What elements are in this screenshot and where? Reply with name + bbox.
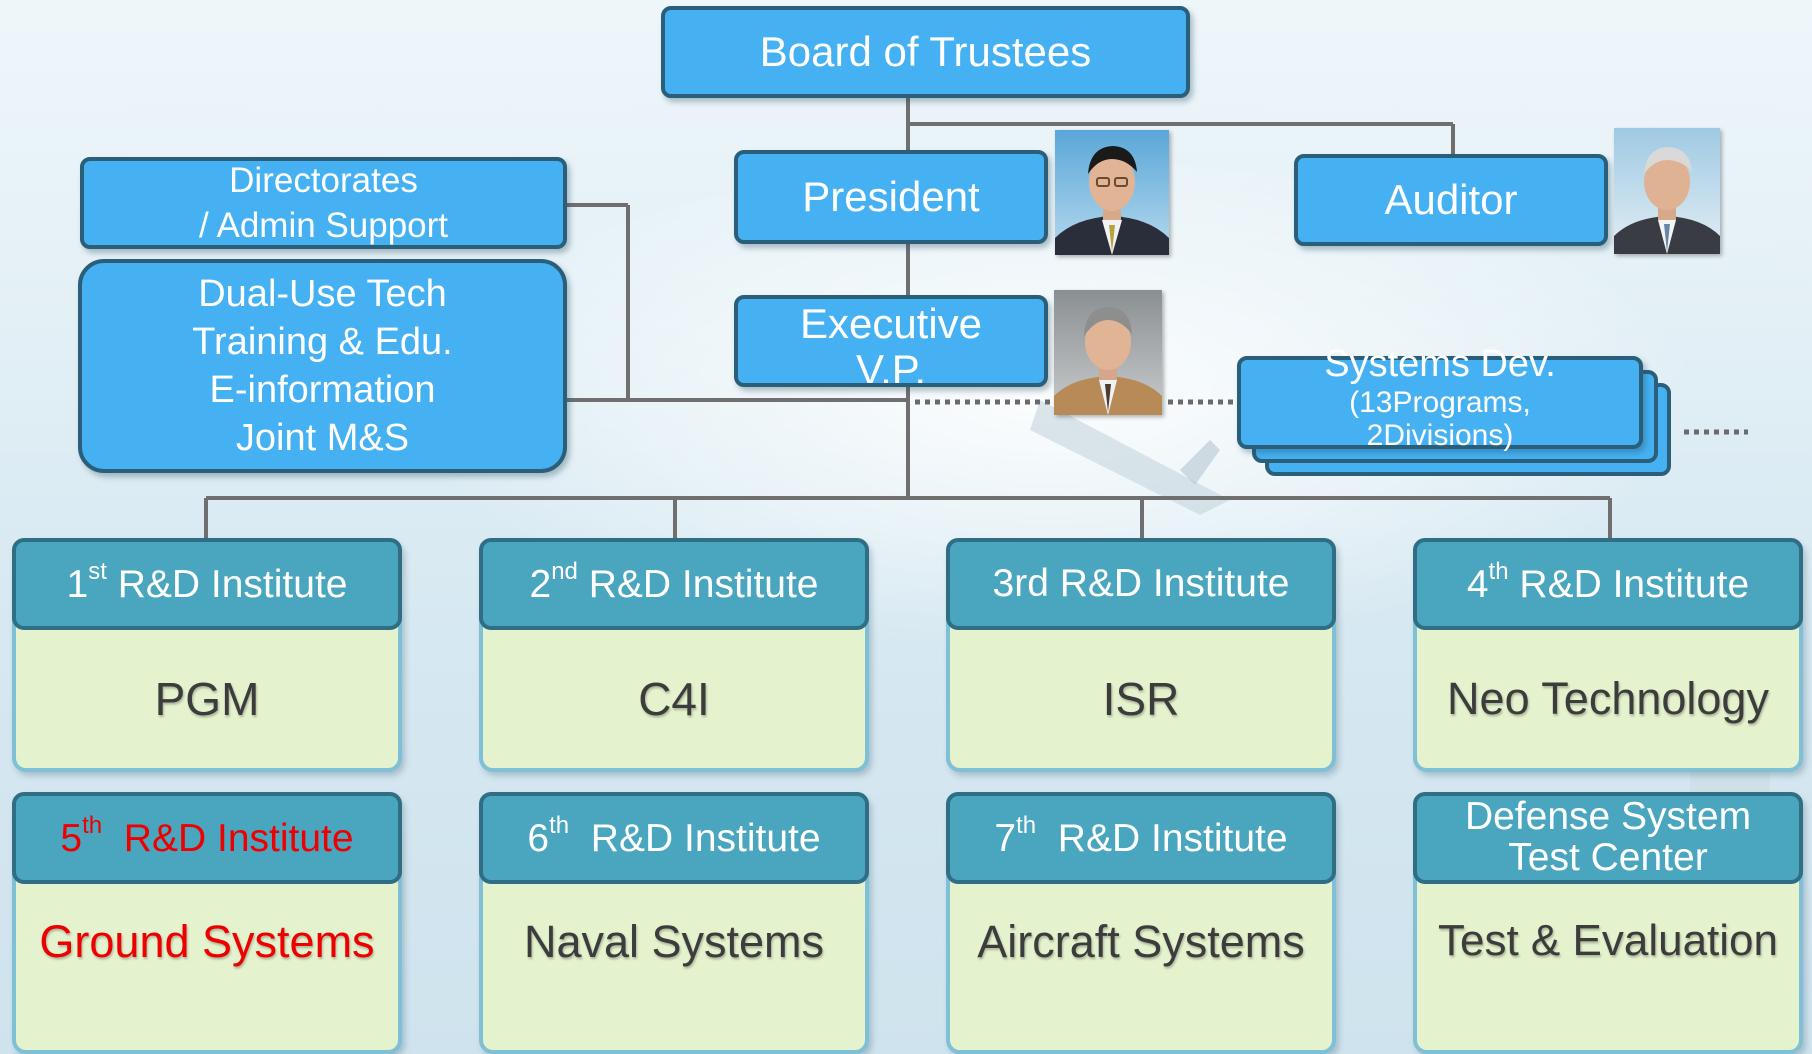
board-of-trustees-box[interactable]: Board of Trustees [661, 6, 1190, 98]
institute-1-field: PGM [154, 673, 260, 725]
executive-vp-photo [1054, 290, 1162, 415]
test-center-field: Test & Evaluation [1438, 916, 1778, 965]
institute-6-title: R&D Institute [569, 816, 821, 860]
institute-2-ord: nd [551, 557, 578, 585]
systems-dev-line2: (13Programs, [1349, 385, 1531, 419]
auditor-photo [1614, 128, 1720, 254]
support-units-box[interactable]: Dual-Use Tech Training & Edu. E-informat… [78, 259, 567, 473]
institute-5-num: 5 [60, 816, 83, 860]
institute-5-card[interactable]: 5th R&D Institute Ground Systems [12, 792, 402, 1054]
support-unit-joint-ms: Joint M&S [235, 417, 410, 460]
institute-1-title: R&D Institute [106, 562, 348, 606]
test-center-card[interactable]: Defense System Test Center Test & Evalua… [1413, 792, 1803, 1054]
institute-5-title: R&D Institute [102, 816, 354, 860]
institute-5-header: 5th R&D Institute [12, 792, 402, 884]
president-label: President [802, 172, 980, 220]
systems-dev-line1: Systems Dev. [1324, 343, 1556, 385]
institute-1-num: 1 [66, 562, 89, 606]
directorates-line2: / Admin Support [198, 206, 449, 245]
auditor-box[interactable]: Auditor [1294, 154, 1608, 246]
institute-7-num: 7 [994, 816, 1017, 860]
institute-7-header: 7th R&D Institute [946, 792, 1336, 884]
institute-7-card[interactable]: 7th R&D Institute Aircraft Systems [946, 792, 1336, 1054]
test-center-line1: Defense System [1464, 795, 1752, 839]
institute-5-ord: th [82, 811, 103, 839]
test-center-line2: Test Center [1508, 836, 1708, 879]
institute-2-card[interactable]: 2nd R&D Institute C4I [479, 538, 869, 772]
institute-3-field: ISR [1102, 673, 1180, 725]
institute-2-num: 2 [529, 562, 552, 606]
institute-5-field: Ground Systems [39, 916, 375, 967]
auditor-label: Auditor [1384, 175, 1518, 223]
executive-vp-line1: Executive [799, 300, 983, 347]
institute-6-field: Naval Systems [523, 916, 825, 967]
institute-7-title: R&D Institute [1036, 816, 1288, 860]
institute-7-field: Aircraft Systems [977, 916, 1305, 967]
support-unit-training: Training & Edu. [192, 320, 453, 363]
institute-3-title: 3rd R&D Institute [992, 561, 1290, 605]
institute-4-card[interactable]: 4th R&D Institute Neo Technology [1413, 538, 1803, 772]
institute-4-num: 4 [1466, 562, 1489, 606]
institute-3-header: 3rd R&D Institute [946, 538, 1336, 630]
institute-4-title: R&D Institute [1508, 562, 1750, 606]
institute-6-header: 6th R&D Institute [479, 792, 869, 884]
institute-7-ord: th [1016, 811, 1037, 839]
systems-dev-box[interactable]: Systems Dev. (13Programs, 2Divisions) [1237, 343, 1643, 452]
president-box[interactable]: President [734, 150, 1048, 244]
institute-4-ord: th [1488, 557, 1509, 585]
board-of-trustees-label: Board of Trustees [759, 27, 1092, 75]
institute-6-card[interactable]: 6th R&D Institute Naval Systems [479, 792, 869, 1054]
institute-3-card[interactable]: 3rd R&D Institute ISR [946, 538, 1336, 772]
institute-2-header: 2nd R&D Institute [479, 538, 869, 630]
support-unit-dual-use: Dual-Use Tech [198, 272, 447, 315]
directorates-box[interactable]: Directorates / Admin Support [80, 157, 567, 249]
executive-vp-line2: V.P. [855, 346, 927, 387]
institute-4-header: 4th R&D Institute [1413, 538, 1803, 630]
institute-2-field: C4I [638, 673, 710, 725]
institute-1-ord: st [88, 557, 107, 585]
institute-4-field: Neo Technology [1447, 673, 1769, 724]
institute-2-title: R&D Institute [577, 562, 819, 606]
systems-dev-line3: 2Divisions) [1366, 418, 1514, 452]
institute-1-card[interactable]: 1st R&D Institute PGM [12, 538, 402, 772]
support-unit-e-information: E-information [209, 369, 436, 411]
executive-vp-box[interactable]: Executive V.P. [734, 295, 1048, 387]
institute-1-header: 1st R&D Institute [12, 538, 402, 630]
president-photo [1055, 130, 1169, 255]
test-center-header: Defense System Test Center [1413, 792, 1803, 884]
institute-6-ord: th [549, 811, 570, 839]
directorates-line1: Directorates [229, 160, 418, 200]
institute-6-num: 6 [527, 816, 550, 860]
